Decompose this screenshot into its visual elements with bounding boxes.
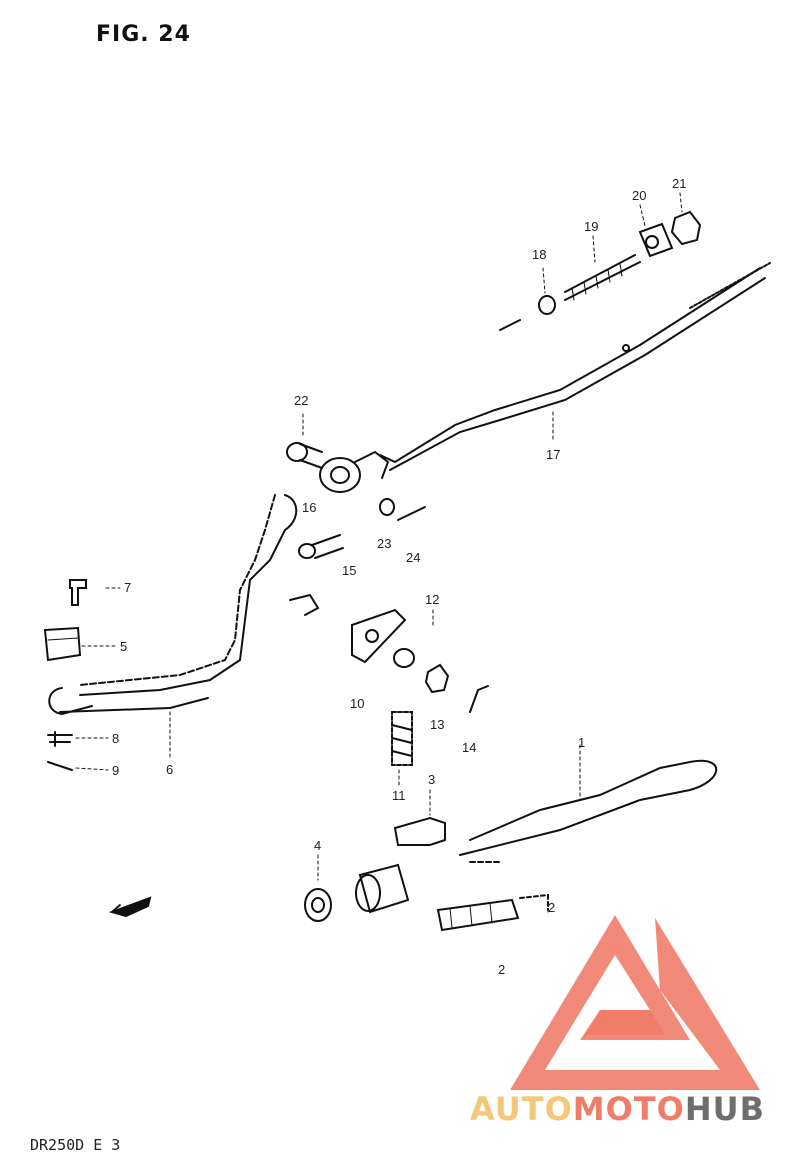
callout-22: 22 [294,393,308,408]
bolt-7 [69,579,87,606]
callout-16: 16 [302,500,316,515]
brake-rod-17 [379,262,771,471]
callout-6: 6 [166,762,173,777]
callout-20: 20 [632,188,646,203]
watermark-moto: MOTO [572,1090,685,1128]
bolt-16 [298,534,344,559]
callout-17: 17 [546,447,560,462]
sleeve-2 [436,893,549,932]
callout-15: 15 [342,563,356,578]
pin-9 [47,761,73,771]
watermark-text: AUTOMOTOHUB [470,1090,765,1128]
watermark-auto: AUTO [470,1090,573,1128]
callout-18: 18 [532,247,546,262]
callout-19: 19 [584,219,598,234]
callout-13: 13 [430,717,444,732]
side-stand-1 [459,759,718,863]
callout-8: 8 [112,731,119,746]
callout-24: 24 [406,550,420,565]
callout-2-lower: 2 [498,962,505,977]
callout-3: 3 [428,772,435,787]
forward-arrow-icon [108,896,152,918]
washer-18 [538,295,556,315]
nut-13 [424,663,450,694]
pin-14 [469,685,489,713]
callout-5: 5 [120,639,127,654]
model-code: DR250D E 3 [30,1136,121,1154]
spring-11 [391,711,413,766]
bracket-10 [351,608,407,664]
callout-7: 7 [124,580,131,595]
collar [355,863,410,914]
pad-5 [43,626,82,662]
brake-pedal-6 [48,494,320,716]
leader-lines [75,192,683,913]
callout-10: 10 [350,696,364,711]
callout-12: 12 [425,592,439,607]
adjust-nut-21 [670,210,702,246]
callout-2-side: 2 [548,900,555,915]
callout-21: 21 [672,176,686,191]
callout-4: 4 [314,838,321,853]
clip-8 [47,731,73,747]
pivot-bolt-22 [286,442,390,493]
joint-20 [638,222,674,258]
figure-title: FIG. 24 [96,22,191,47]
callout-11: 11 [392,788,406,803]
bolt-3 [393,816,446,846]
cotter-23 [379,498,395,516]
washer-12 [393,648,415,668]
nut-4 [304,888,332,922]
pin-24 [397,506,426,521]
spring-19 [564,254,641,301]
callout-23: 23 [377,536,391,551]
rod-guideline [499,319,521,331]
watermark-logo-icon [510,915,760,1090]
callout-14: 14 [462,740,476,755]
watermark-hub: HUB [684,1090,766,1128]
callout-9: 9 [112,763,119,778]
callout-1: 1 [578,735,585,750]
